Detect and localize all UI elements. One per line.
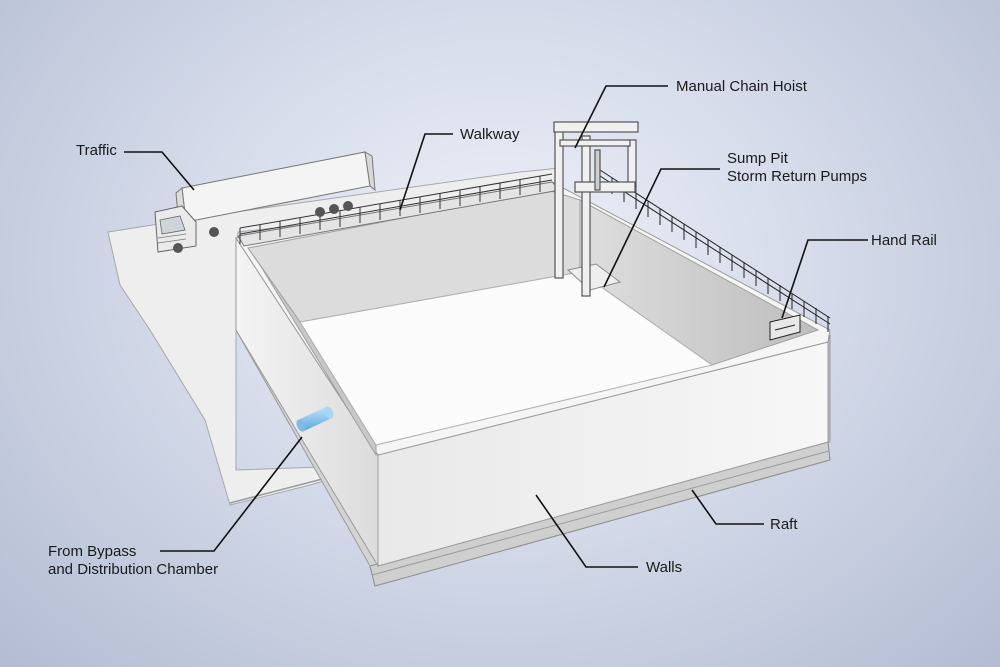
leader-walkway (399, 133, 453, 211)
hand-rail (599, 169, 831, 341)
label-sump-pit: Sump Pit Storm Return Pumps (727, 150, 868, 185)
inner-left-wall (247, 247, 377, 457)
label-raft: Raft (770, 516, 798, 533)
road-slab (107, 167, 561, 506)
label-hand-rail: Hand Rail (871, 232, 937, 249)
leader-walls (535, 494, 638, 568)
leader-hoist (574, 85, 668, 149)
leader-lines (124, 85, 868, 568)
hoist-frame (553, 121, 639, 297)
leader-bypass (160, 436, 303, 552)
right-outer-wall (827, 334, 831, 443)
label-walls: Walls (646, 559, 683, 576)
label-manual-chain-hoist: Manual Chain Hoist (676, 78, 807, 95)
label-from-bypass: From Bypass and Distribution Chamber (48, 543, 219, 578)
tank-floor (299, 271, 714, 446)
inlet-pipe (296, 406, 334, 432)
leader-traffic (124, 151, 195, 191)
truck (154, 151, 376, 253)
leader-handrail (781, 239, 868, 319)
label-walkway: Walkway (460, 126, 520, 143)
walkway-railing (239, 173, 553, 244)
leader-raft (691, 489, 764, 525)
leader-sump (603, 168, 720, 288)
label-traffic: Traffic (76, 142, 117, 159)
